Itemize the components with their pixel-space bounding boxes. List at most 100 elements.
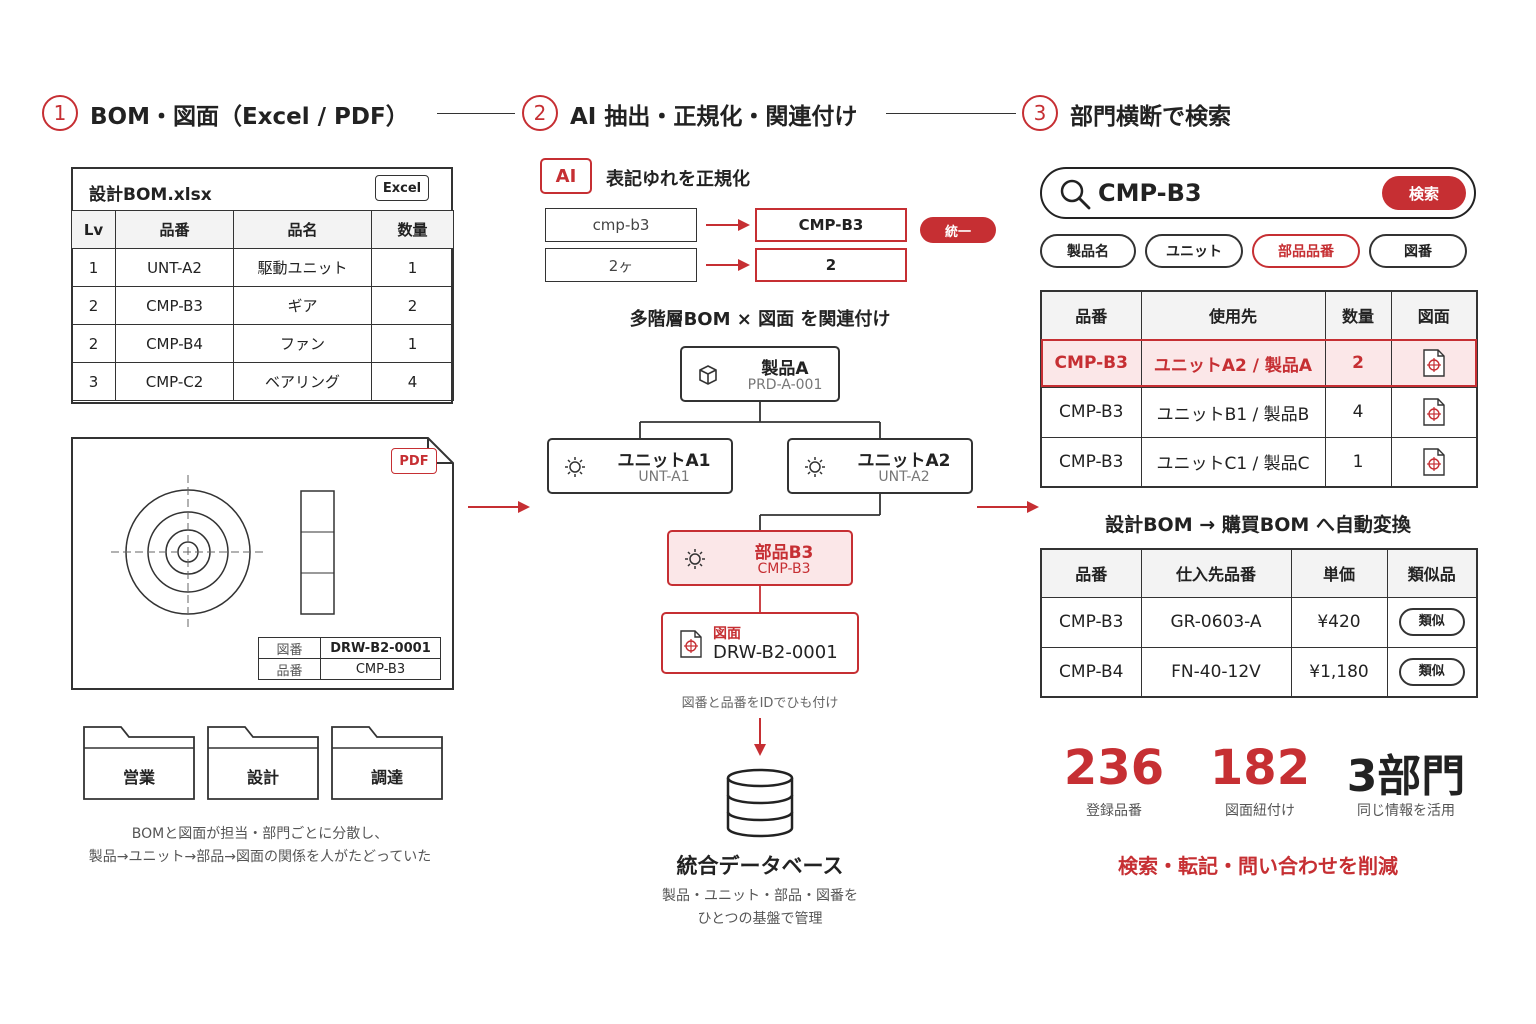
- purchase-cell: CMP-B4: [1040, 646, 1142, 698]
- drawing-icon[interactable]: [1422, 349, 1446, 377]
- folder-design: 設計: [207, 726, 319, 800]
- purchase-cell: GR-0603-A: [1140, 596, 1292, 648]
- drawing-icon[interactable]: [1422, 398, 1446, 426]
- db-caption-line-2: ひとつの基盤で管理: [697, 911, 823, 927]
- col1-caption-line-1: BOMと図面が担当・部門ごとに分散し、: [131, 826, 389, 842]
- drawing-code: DRW-B2-0001: [713, 642, 838, 663]
- excel-filename: 設計BOM.xlsx: [89, 185, 212, 205]
- results-header: 使用先: [1140, 290, 1326, 340]
- results-cell: ユニットA2 / 製品A: [1140, 338, 1326, 388]
- similar-button[interactable]: 類似: [1398, 608, 1465, 636]
- pdf-sheet-outline: [71, 437, 454, 690]
- part-node: 部品B3 CMP-B3: [667, 530, 853, 586]
- unify-badge: 統一: [920, 217, 996, 243]
- results-cell: 4: [1324, 386, 1392, 438]
- excel-cell: 駆動ユニット: [233, 248, 372, 287]
- excel-badge: Excel: [375, 175, 429, 201]
- step-connector: [437, 113, 515, 114]
- drawing-node: 図面 DRW-B2-0001: [661, 612, 859, 674]
- stat-label: 同じ情報を活用: [1357, 803, 1455, 819]
- step-connector: [886, 113, 1016, 114]
- similar-cell: 類似: [1386, 596, 1478, 648]
- results-cell: 2: [1324, 338, 1392, 388]
- product-code: PRD-A-001: [747, 377, 823, 393]
- tree-connectors: [639, 400, 881, 613]
- results-header: 品番: [1040, 290, 1142, 340]
- product-node: 製品A PRD-A-001: [680, 346, 840, 402]
- arrow-right-icon: [706, 259, 750, 271]
- results-row-highlighted[interactable]: CMP-B3 ユニットA2 / 製品A 2: [1040, 338, 1478, 388]
- drawing-icon[interactable]: [1422, 448, 1446, 476]
- folder-icon: [331, 726, 443, 800]
- folder-icon: [207, 726, 319, 800]
- filter-chip-product-name[interactable]: 製品名: [1040, 234, 1136, 268]
- conclusion-text: 検索・転記・問い合わせを削減: [1118, 854, 1398, 878]
- pdf-title-block: 図番 DRW-B2-0001 品番 CMP-B3: [258, 637, 441, 680]
- results-drawing-cell[interactable]: [1390, 386, 1478, 438]
- gear-icon: [565, 457, 585, 477]
- results-cell: CMP-B3: [1040, 338, 1142, 388]
- folder-label: 調達: [370, 768, 403, 787]
- purchase-header: 類似品: [1386, 548, 1478, 598]
- similar-button[interactable]: 類似: [1398, 657, 1465, 686]
- product-name: 製品A: [761, 359, 809, 379]
- title-block-part-number: CMP-B3: [320, 658, 441, 680]
- excel-cell: 3: [71, 362, 116, 401]
- tree-title: 多階層BOM × 図面 を関連付け: [629, 309, 891, 330]
- purchase-header: 単価: [1290, 548, 1388, 598]
- search-results-table: 品番 使用先 数量 図面 CMP-B3 ユニットA2 / 製品A 2 CMP-B…: [1040, 290, 1478, 488]
- search-button[interactable]: 検索: [1382, 176, 1466, 210]
- excel-cell: CMP-B4: [115, 324, 234, 363]
- raw-value-box: cmp-b3: [545, 208, 697, 242]
- purchase-cell: CMP-B3: [1040, 596, 1142, 648]
- excel-cell: ベアリング: [233, 362, 372, 401]
- excel-header: 数量: [371, 210, 454, 249]
- purchase-cell: FN-40-12V: [1140, 646, 1292, 698]
- link-caption: 図番と品番をIDでひも付け: [681, 696, 839, 711]
- stat-label: 登録品番: [1086, 803, 1142, 819]
- filter-chip-unit[interactable]: ユニット: [1145, 234, 1243, 268]
- excel-table: Lv 品番 品名 数量 1 UNT-A2 駆動ユニット 1 2 CMP-B3 ギ…: [71, 210, 454, 401]
- excel-cell: CMP-B3: [115, 286, 234, 325]
- excel-row: 3 CMP-C2 ベアリング 4: [71, 362, 454, 401]
- excel-cell: UNT-A2: [115, 248, 234, 287]
- database-icon: [726, 768, 794, 838]
- step-1-title: BOM・図面（Excel / PDF）: [90, 104, 409, 130]
- excel-cell: ギア: [233, 286, 372, 325]
- purchase-row: CMP-B4 FN-40-12V ¥1,180 類似: [1040, 646, 1478, 698]
- results-row[interactable]: CMP-B3 ユニットB1 / 製品B 4: [1040, 386, 1478, 438]
- stat-label: 図面紐付け: [1225, 803, 1295, 819]
- unit-node-a2: ユニットA2 UNT-A2: [787, 438, 973, 494]
- folder-icon: [83, 726, 195, 800]
- unit-code: UNT-A1: [638, 469, 690, 485]
- folder-sales: 営業: [83, 726, 195, 800]
- step-2-title: AI 抽出・正規化・関連付け: [570, 104, 858, 130]
- excel-file-card: 設計BOM.xlsx Excel Lv 品番 品名 数量 1 UNT-A2 駆動…: [71, 167, 454, 404]
- arrow-right-icon: [706, 219, 750, 231]
- col1-caption-line-2: 製品→ユニット→部品→図面の関係を人がたどっていた: [88, 849, 432, 865]
- ai-badge: AI: [540, 158, 592, 194]
- purchase-cell: ¥1,180: [1290, 646, 1388, 698]
- unit-name: ユニットA2: [857, 451, 951, 471]
- filter-chip-drawing-number[interactable]: 図番: [1369, 234, 1467, 268]
- step-3-title: 部門横断で検索: [1070, 104, 1231, 130]
- pdf-drawing-card: PDF 図番 DRW-B2-0001 品番 CMP-B3: [71, 437, 454, 690]
- results-row[interactable]: CMP-B3 ユニットC1 / 製品C 1: [1040, 436, 1478, 488]
- convert-title: 設計BOM → 購買BOM へ自動変換: [1105, 514, 1411, 536]
- results-drawing-cell[interactable]: [1390, 338, 1478, 388]
- excel-cell: CMP-C2: [115, 362, 234, 401]
- filter-chip-part-number[interactable]: 部品品番: [1252, 234, 1360, 268]
- pdf-badge: PDF: [391, 448, 437, 474]
- part-code: CMP-B3: [757, 561, 811, 577]
- search-input[interactable]: CMP-B3: [1098, 179, 1202, 207]
- step-3-number: 3: [1022, 95, 1058, 131]
- results-cell: ユニットB1 / 製品B: [1140, 386, 1326, 438]
- results-drawing-cell[interactable]: [1390, 436, 1478, 488]
- results-cell: 1: [1324, 436, 1392, 488]
- excel-cell: 2: [371, 286, 454, 325]
- search-bar[interactable]: CMP-B3 検索: [1040, 167, 1476, 219]
- purchase-row: CMP-B3 GR-0603-A ¥420 類似: [1040, 596, 1478, 648]
- results-header: 数量: [1324, 290, 1392, 340]
- purchase-bom-table: 品番 仕入先品番 単価 類似品 CMP-B3 GR-0603-A ¥420 類似…: [1040, 548, 1478, 698]
- purchase-header: 品番: [1040, 548, 1142, 598]
